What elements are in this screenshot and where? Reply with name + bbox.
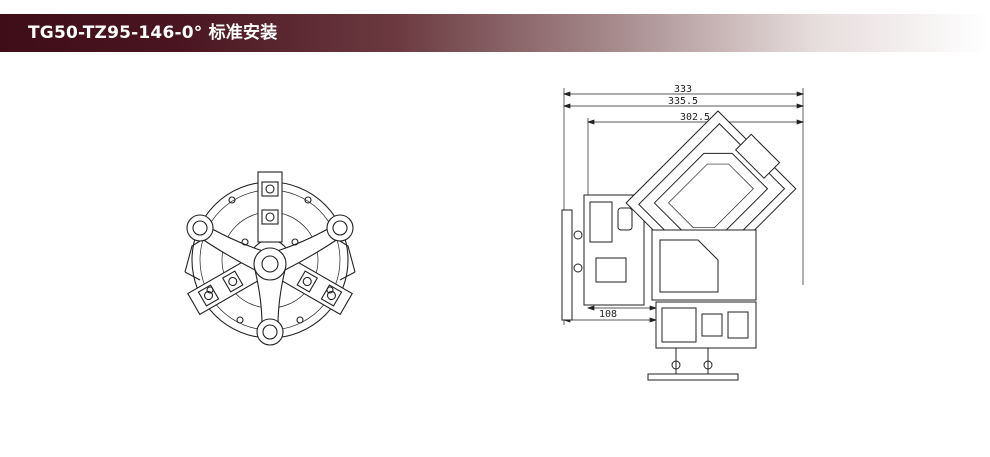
title-banner: TG50-TZ95-146-0° 标准安装: [0, 14, 990, 52]
dimension-108: 108: [599, 309, 617, 320]
page-title: TG50-TZ95-146-0° 标准安装: [28, 23, 278, 43]
gripper-side-view: 333 335.5 302.5 75 108: [561, 84, 805, 381]
gripper-front-view: [184, 171, 356, 346]
dimension-333: 333: [674, 84, 692, 95]
dimension-335-5: 335.5: [668, 96, 698, 107]
dimension-302-5: 302.5: [680, 112, 710, 123]
